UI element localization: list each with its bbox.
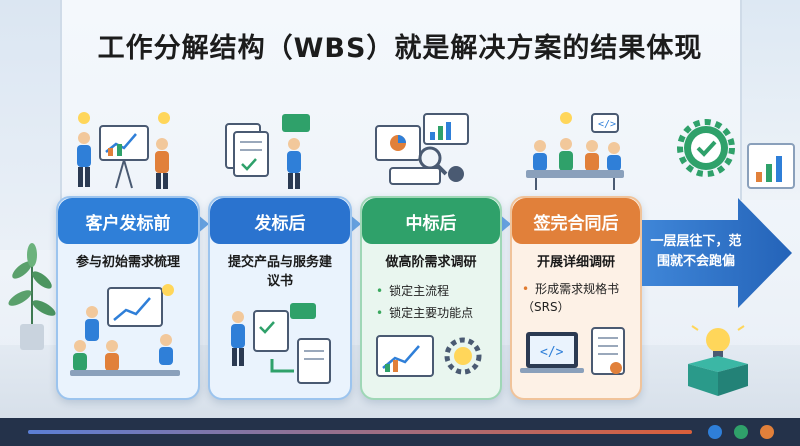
share-icon[interactable] xyxy=(760,425,774,439)
bullet-item: 锁定主要功能点 xyxy=(376,302,492,324)
svg-text:</>: </> xyxy=(598,119,616,130)
gear-check-icon xyxy=(677,119,735,177)
bullet-item: 锁定主流程 xyxy=(376,280,492,302)
bottom-bar xyxy=(0,418,800,446)
analytics-gear-icon xyxy=(376,335,482,377)
progress-track[interactable] xyxy=(28,430,692,434)
stage-subtitle-2: 提交产品与服务建议书 xyxy=(228,255,333,289)
connector-arrow-1 xyxy=(197,214,209,234)
team-presentation-icon xyxy=(70,284,180,376)
stage-card-3: 中标后 做高阶需求调研 锁定主流程 锁定主要功能点 xyxy=(360,196,502,400)
window-frame xyxy=(0,0,62,250)
code-icon: </> xyxy=(520,327,625,375)
stage-label-2: 发标后 xyxy=(210,198,350,244)
page-title: 工作分解结构（WBS）就是解决方案的结果体现 xyxy=(97,33,703,64)
plant-icon xyxy=(8,243,56,350)
conclusion-arrow xyxy=(642,198,792,308)
presentation-icon xyxy=(77,112,170,189)
stage-card-2: 发标后 提交产品与服务建议书 xyxy=(208,196,352,400)
stage-bullets-3: 锁定主流程 锁定主要功能点 xyxy=(370,280,492,324)
stage-subtitle-1: 参与初始需求梳理 xyxy=(75,255,180,270)
dashboard-icon xyxy=(375,113,469,185)
stage-bullets-4: 形成需求规格书（SRS） xyxy=(520,280,632,316)
stage-card-1: 客户发标前 参与初始需求梳理 xyxy=(56,196,200,400)
like-icon[interactable] xyxy=(708,425,722,439)
svg-text:</>: </> xyxy=(540,345,564,360)
stage-label-3: 中标后 xyxy=(362,198,500,244)
chart-icon xyxy=(747,143,795,189)
stage-label-1: 客户发标前 xyxy=(58,198,198,244)
stage-subtitle-4: 开展详细调研 xyxy=(536,255,615,270)
stage-label-4: 签完合同后 xyxy=(512,198,640,244)
connector-arrow-3 xyxy=(499,214,511,234)
progress-fill xyxy=(28,430,692,434)
bullet-item: 形成需求规格书（SRS） xyxy=(522,280,632,316)
lightbulb-box-icon xyxy=(688,325,748,396)
documents-icon xyxy=(225,114,310,189)
proposal-handoff-icon xyxy=(231,303,331,384)
stage-subtitle-3: 做高阶需求调研 xyxy=(385,255,477,270)
conclusion-text: 一层层往下，范围就不会跑偏 xyxy=(650,234,742,269)
meeting-icon: </> xyxy=(526,112,624,190)
stage-card-4: 签完合同后 开展详细调研 形成需求规格书（SRS） </> xyxy=(510,196,642,400)
chat-icon[interactable] xyxy=(734,425,748,439)
connector-arrow-2 xyxy=(349,214,361,234)
